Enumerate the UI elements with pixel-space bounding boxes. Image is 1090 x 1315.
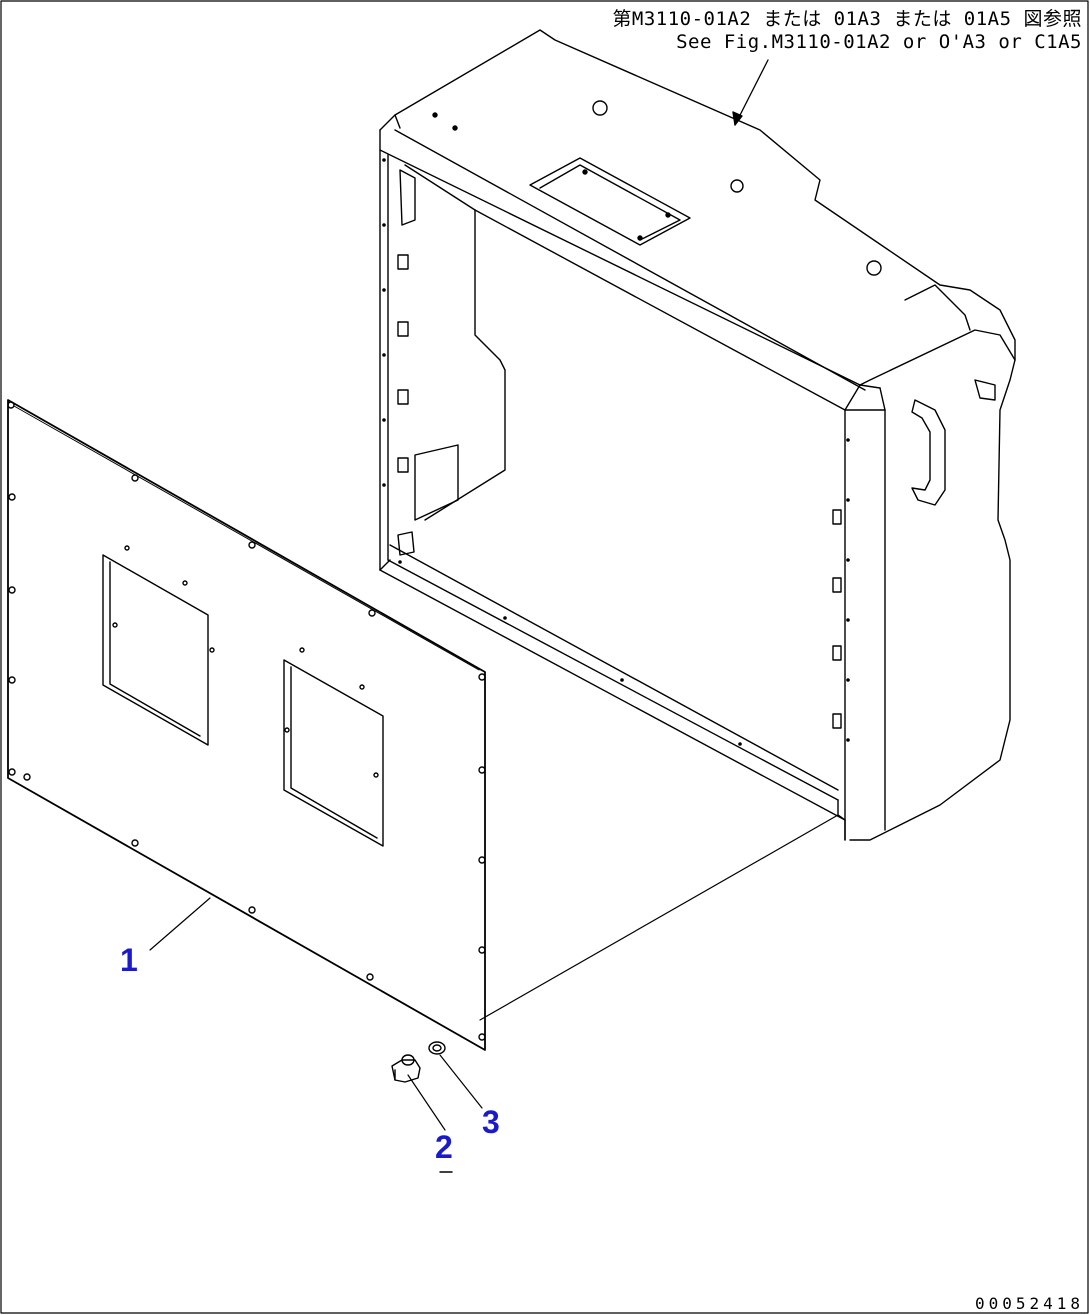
leader-line-1 [149, 897, 211, 951]
enclosure-housing [379, 29, 1016, 1021]
washer-part [428, 1041, 446, 1055]
leader-line-3 [439, 1054, 483, 1109]
callout-2: 2 [435, 1129, 453, 1165]
reference-note-en: See Fig.M3110-01A2 or O'A3 or C1A5 [676, 31, 1082, 53]
callout-1: 1 [120, 942, 138, 978]
callout-3: 3 [482, 1104, 500, 1140]
cover-panel [7, 399, 486, 1051]
bolt-part [391, 1054, 421, 1083]
reference-note-jp: 第M3110-01A2 または 01A3 または 01A5 図参照 [612, 8, 1082, 30]
reference-arrow [732, 59, 769, 126]
leader-line-2 [407, 1074, 446, 1131]
drawing-number: 00052418 [974, 1294, 1084, 1313]
